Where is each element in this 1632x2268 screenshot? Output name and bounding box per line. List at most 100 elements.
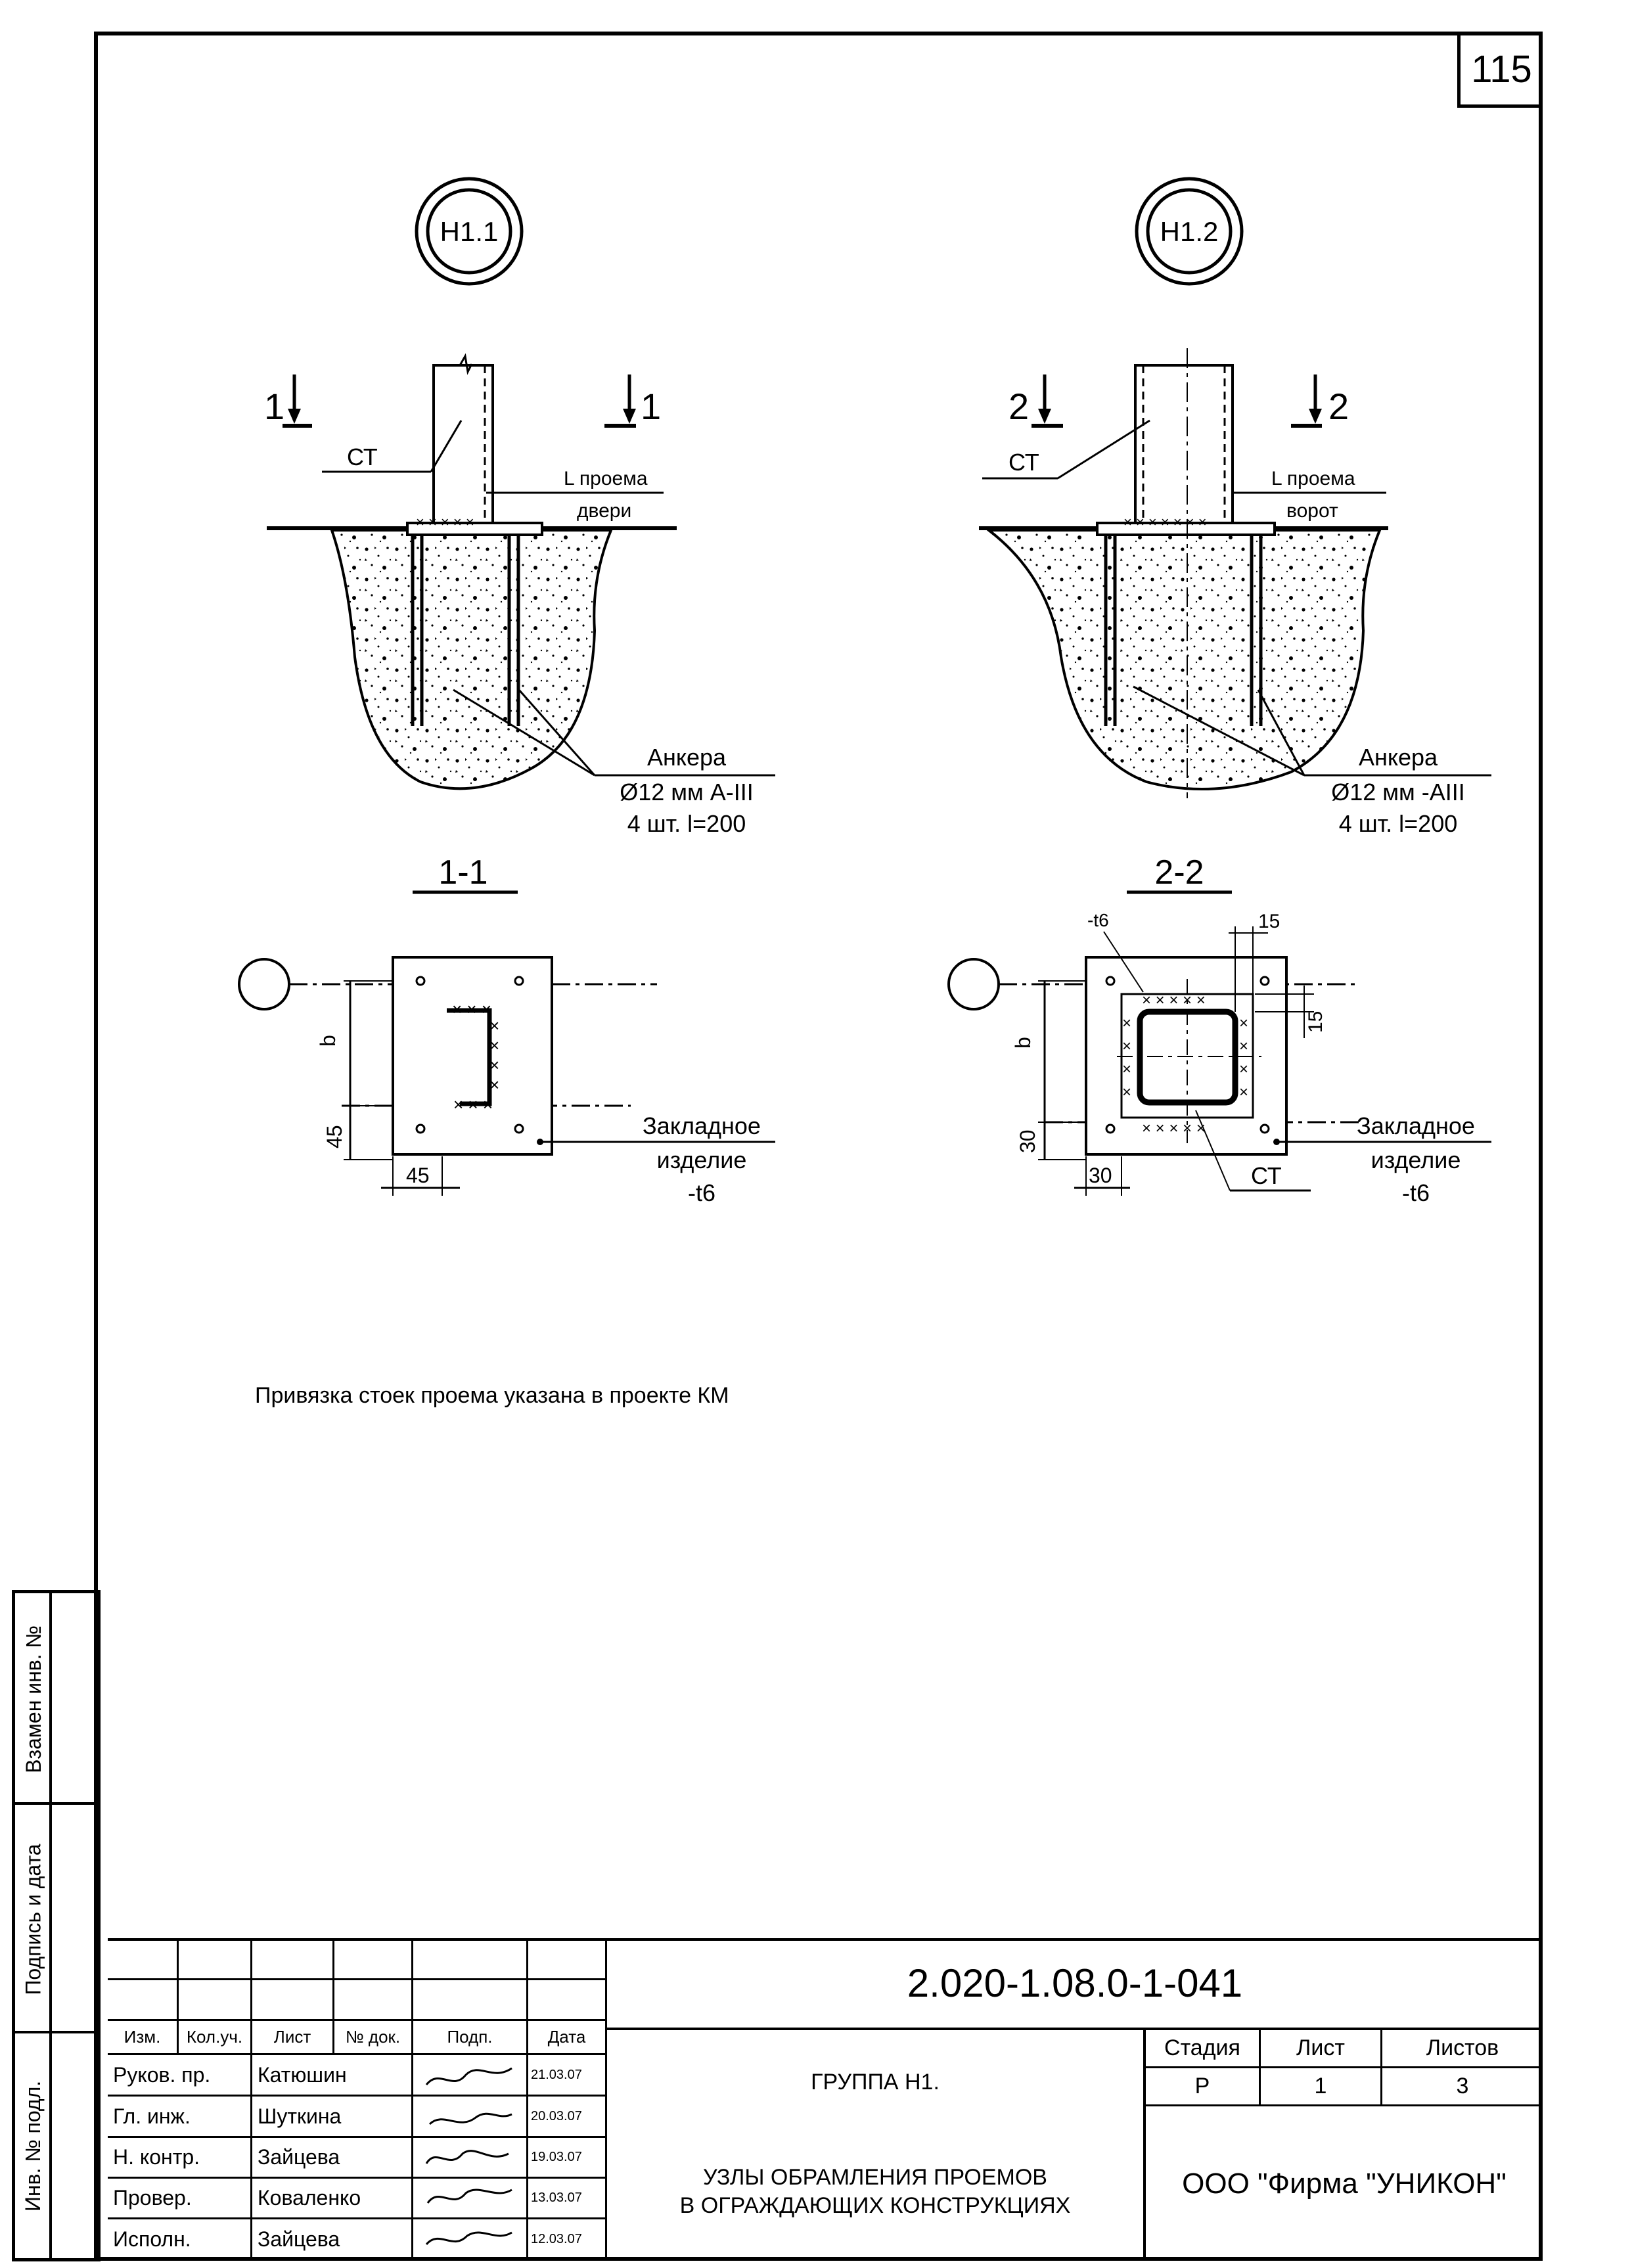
header-kol-uch: Кол.уч. xyxy=(179,2021,252,2055)
drawing-note: Привязка стоек проема указана в проекте … xyxy=(255,1383,729,1408)
signature-cell xyxy=(413,2055,528,2097)
handwritten-signatures xyxy=(425,2067,512,2246)
svg-text:× × ×: × × × xyxy=(453,1095,493,1114)
dimension-top: 15 xyxy=(1258,911,1280,932)
svg-text:×: × xyxy=(489,1055,499,1075)
svg-text:×: × xyxy=(1122,1060,1131,1078)
column-label: СТ xyxy=(1009,449,1039,476)
anchor-quantity: 4 шт. l=200 xyxy=(1339,810,1458,837)
node-h1-1: Н1.1 1 1 × × × × × СТ L проема двери xyxy=(238,177,775,1206)
weld-marks: × × × × × × × xyxy=(1123,514,1207,530)
cut-label-left: 1 xyxy=(264,386,284,427)
node-marker-inner-circle xyxy=(1146,188,1233,275)
dimension-vertical: 45 xyxy=(323,1125,346,1148)
name-cell: Зайцева xyxy=(252,2219,413,2261)
svg-text:×: × xyxy=(1239,1014,1248,1032)
role-cell: Н. контр. xyxy=(108,2138,252,2179)
anchor-title: Анкера xyxy=(1359,744,1438,771)
role-cell: Провер. xyxy=(108,2179,252,2219)
cut-label-right: 2 xyxy=(1328,386,1349,427)
header-date: Дата xyxy=(528,2021,607,2055)
svg-text:× × × × ×: × × × × × xyxy=(1142,1120,1206,1137)
column-label: СТ xyxy=(347,443,378,470)
name-cell: Зайцева xyxy=(252,2138,413,2179)
sign-date-label: Подпись и дата xyxy=(21,1843,45,1995)
opening-label-sub: ворот xyxy=(1286,500,1338,522)
plate-label: -t6 xyxy=(1087,910,1109,930)
dimension-horizontal: 30 xyxy=(1089,1164,1112,1187)
embedded-plate-plan xyxy=(392,956,553,1156)
signature-cell xyxy=(413,2138,528,2179)
replace-inv-label: Взамен инв. № xyxy=(21,1625,45,1773)
sheet-header: Лист xyxy=(1261,2030,1382,2068)
anchor-spec: Ø12 мм А-III xyxy=(620,779,754,805)
document-code: 2.020-1.08.0-1-041 xyxy=(607,1938,1543,2030)
date-cell: 21.03.07 xyxy=(528,2055,607,2097)
opening-label: L проема xyxy=(1271,468,1355,489)
node-marker-outer-circle xyxy=(1135,177,1244,286)
header-doc-no: № док. xyxy=(334,2021,413,2055)
date-cell: 13.03.07 xyxy=(528,2179,607,2219)
sheet-value: 1 xyxy=(1261,2068,1382,2106)
column-st xyxy=(432,364,494,524)
group-title: ГРУППА Н1. xyxy=(811,2070,940,2095)
svg-text:× × × × ×: × × × × × xyxy=(1142,991,1206,1009)
signature-cell xyxy=(413,2097,528,2138)
svg-text:× × ×: × × × xyxy=(452,999,491,1019)
anchor-quantity: 4 шт. l=200 xyxy=(627,810,746,837)
embed-label-3: -t6 xyxy=(688,1179,715,1206)
dimension-b: b xyxy=(1011,1037,1035,1049)
column-st xyxy=(1134,364,1234,524)
embed-label-2: изделие xyxy=(1371,1146,1461,1173)
stage-header: Стадия xyxy=(1146,2030,1261,2068)
title-line: УЗЛЫ ОБРАМЛЕНИЯ ПРОЕМОВ xyxy=(703,2165,1047,2190)
svg-text:×: × xyxy=(1122,1037,1131,1055)
node-marker-label: Н1.2 xyxy=(1160,216,1219,247)
role-cell: Руков. пр. xyxy=(108,2055,252,2097)
role-cell: Исполн. xyxy=(108,2219,252,2261)
axis-bubble xyxy=(238,958,290,1010)
cut-label-right: 1 xyxy=(641,386,661,427)
anchor-title: Анкера xyxy=(647,744,727,771)
embed-label-3: -t6 xyxy=(1402,1179,1430,1206)
sheet-number: 115 xyxy=(1457,34,1543,108)
svg-text:×: × xyxy=(489,1075,499,1095)
drawing-frame xyxy=(94,32,1543,2261)
svg-text:×: × xyxy=(489,1035,499,1055)
node-marker-inner-circle xyxy=(426,188,512,275)
node-h1-2: Н1.2 2 2 × × × × × × × СТ L проема ворот… xyxy=(947,177,1491,1206)
concrete-foundation xyxy=(330,529,613,790)
signature-cell xyxy=(413,2219,528,2261)
date-cell: 19.03.07 xyxy=(528,2138,607,2179)
concrete-foundation xyxy=(985,529,1382,791)
cut-label-left: 2 xyxy=(1009,386,1029,427)
organization-name: ООО "Фирма "УНИКОН" xyxy=(1182,2167,1507,2200)
anchor-spec: Ø12 мм -АIII xyxy=(1331,779,1465,805)
column-outline-plan xyxy=(447,1008,492,1106)
dimension-vertical: 30 xyxy=(1016,1129,1039,1153)
title-block: Изм. Кол.уч. Лист № док. Подп. Дата Руко… xyxy=(108,1938,1543,2261)
svg-text:×: × xyxy=(1239,1060,1248,1078)
embed-label: Закладное xyxy=(643,1112,761,1139)
sheets-value: 3 xyxy=(1382,2068,1543,2106)
name-cell: Катюшин xyxy=(252,2055,413,2097)
signature-cell xyxy=(413,2179,528,2219)
column-label-plan: СТ xyxy=(1251,1162,1282,1189)
section-title: 2-2 xyxy=(1154,853,1204,892)
drawing-title: ГРУППА Н1. УЗЛЫ ОБРАМЛЕНИЯ ПРОЕМОВ В ОГР… xyxy=(607,2030,1146,2261)
title-line: В ОГРАЖДАЮЩИХ КОНСТРУКЦИЯХ xyxy=(679,2193,1071,2218)
name-cell: Коваленко xyxy=(252,2179,413,2219)
svg-text:×: × xyxy=(1122,1083,1131,1101)
section-title: 1-1 xyxy=(438,853,487,892)
header-izm: Изм. xyxy=(108,2021,179,2055)
svg-text:×: × xyxy=(1239,1083,1248,1101)
stage-value: Р xyxy=(1146,2068,1261,2106)
node-marker-outer-circle xyxy=(415,177,524,286)
signature-grid: Изм. Кол.уч. Лист № док. Подп. Дата Руко… xyxy=(108,1938,607,2261)
weld-marks: × × × × × xyxy=(416,514,474,530)
date-cell: 20.03.07 xyxy=(528,2097,607,2138)
role-cell: Гл. инж. xyxy=(108,2097,252,2138)
dimension-b: b xyxy=(316,1035,340,1047)
sheets-header: Листов xyxy=(1382,2030,1543,2068)
embed-label: Закладное xyxy=(1357,1112,1475,1139)
